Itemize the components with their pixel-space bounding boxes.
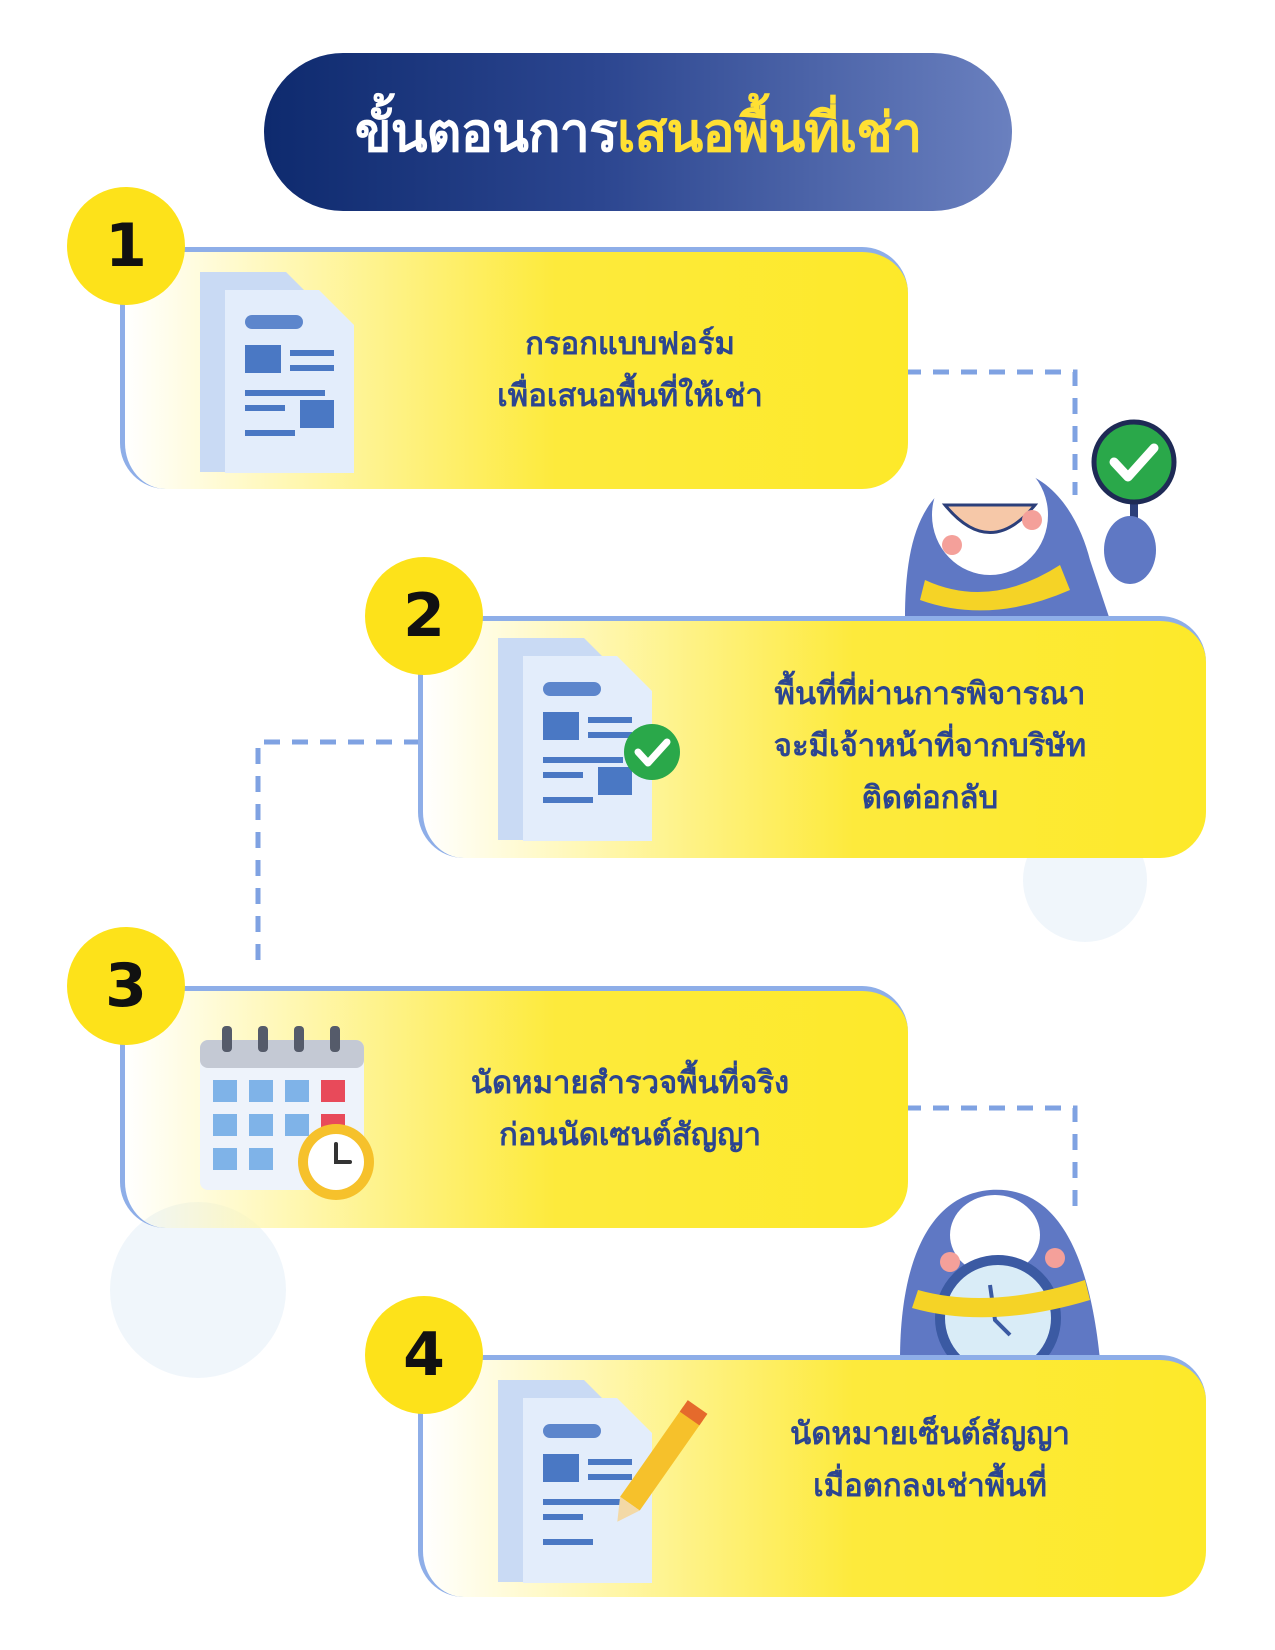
bubble-decoration xyxy=(110,1202,286,1378)
step-text-line: พื้นที่ที่ผ่านการพิจารณา xyxy=(774,676,1086,712)
step-number-badge-4: 4 xyxy=(365,1296,483,1414)
dashed-connector xyxy=(905,369,1078,495)
step-text-2: พื้นที่ที่ผ่านการพิจารณา จะมีเจ้าหน้าที่… xyxy=(740,668,1120,824)
document-approved-icon xyxy=(498,638,680,841)
shark-mascot-approve-icon xyxy=(905,419,1177,620)
step-text-4: นัดหมายเซ็นต์สัญญา เมื่อตกลงเช่าพื้นที่ xyxy=(740,1408,1120,1512)
step-text-line: เพื่อเสนอพื้นที่ให้เช่า xyxy=(497,378,763,414)
page-title: ขั้นตอนการเสนอพื้นที่เช่า xyxy=(264,53,1012,211)
step-text-line: นัดหมายเซ็นต์สัญญา xyxy=(790,1416,1070,1452)
step-text-line: จะมีเจ้าหน้าที่จากบริษัท xyxy=(773,728,1087,764)
pencil-icon xyxy=(617,1400,708,1522)
step-number-badge-3: 3 xyxy=(67,927,185,1045)
document-sign-icon xyxy=(498,1380,708,1583)
step-text-line: เมื่อตกลงเช่าพื้นที่ xyxy=(813,1468,1047,1504)
check-circle-icon xyxy=(624,724,680,780)
shark-mascot-clock-icon xyxy=(900,1189,1100,1381)
step-text-line: ติดต่อกลับ xyxy=(861,780,999,816)
title-part-2: เสนอพื้นที่เช่า xyxy=(616,101,922,164)
step-number-badge-1: 1 xyxy=(67,187,185,305)
title-part-1: ขั้นตอนการ xyxy=(354,101,618,164)
check-sign-icon xyxy=(1091,419,1177,505)
step-number-badge-2: 2 xyxy=(365,557,483,675)
dashed-connector xyxy=(255,739,420,970)
step-text-line: นัดหมายสำรวจพื้นที่จริง xyxy=(470,1065,790,1101)
step-text-1: กรอกแบบฟอร์ม เพื่อเสนอพื้นที่ให้เช่า xyxy=(460,318,800,422)
dashed-connector xyxy=(905,1105,1078,1210)
document-form-icon xyxy=(200,272,354,473)
calendar-clock-icon xyxy=(200,1026,374,1200)
step-text-3: นัดหมายสำรวจพื้นที่จริง ก่อนนัดเซนต์สัญญ… xyxy=(440,1057,820,1161)
step-text-line: ก่อนนัดเซนต์สัญญา xyxy=(498,1117,762,1153)
step-text-line: กรอกแบบฟอร์ม xyxy=(525,326,735,362)
